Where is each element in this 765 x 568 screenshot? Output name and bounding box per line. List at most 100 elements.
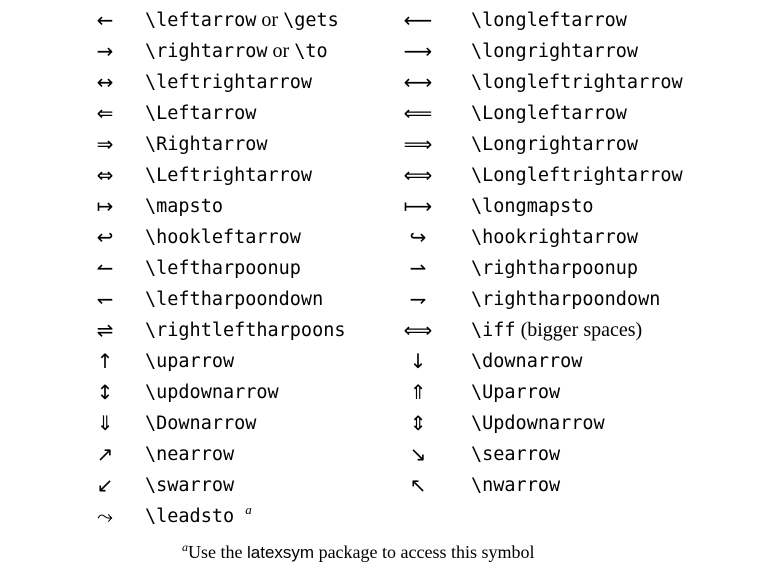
command-name: \mapsto [145,196,223,217]
command-name: \Longleftrightarrow [471,165,683,186]
footnote-text-before: Use the [188,542,247,562]
command-left: \hookleftarrow [145,222,301,253]
command-left: \uparrow [145,346,234,377]
command-right: \longrightarrow [471,36,638,67]
table-row: ⇒ \Rightarrow ⟹ \Longrightarrow [0,129,765,160]
arrow-symbol-left: ↙ [96,473,114,497]
table-row: ⇓ \Downarrow ⇕ \Updownarrow [0,408,765,439]
footnote-reference-mark: a [245,502,252,517]
command-name: \longrightarrow [471,41,639,62]
command-name: \swarrow [145,475,235,496]
command-right: \Longrightarrow [471,129,638,160]
arrow-symbol-left: ↽ [96,287,114,311]
command-left: \nearrow [145,439,234,470]
command-right: \rightharpoonup [471,253,638,284]
arrow-symbol-left: ⇐ [96,101,114,125]
table-row: ⇔\Leftrightarrow⟺\Longleftrightarrow [0,160,765,191]
command-alternative-name: \to [294,41,328,62]
command-right: \hookrightarrow [471,222,638,253]
arrow-symbol-left: ↑ [96,349,114,373]
arrow-symbol-left: ⤳ [97,504,113,528]
arrow-symbol-left: ↕ [96,380,114,404]
command-name: \Updownarrow [471,413,605,434]
command-name: \longmapsto [471,196,594,217]
command-name: \Uparrow [471,382,561,403]
command-right: \longmapsto [471,191,594,222]
arrow-symbol-left: ⇌ [96,318,114,342]
table-row: ↗ \nearrow ↘ \searrow [0,439,765,470]
command-left: \leftrightarrow [145,67,312,98]
arrow-symbol-left: ⇓ [96,411,114,435]
command-name: \updownarrow [145,382,279,403]
command-name: \iff [471,320,516,341]
command-note: (bigger spaces) [515,319,643,341]
command-right: \Uparrow [471,377,560,408]
arrow-symbol-right: ⟺ [403,318,433,342]
command-right: \Updownarrow [471,408,605,439]
arrow-symbol-right: ↘ [409,442,427,466]
arrow-symbol-left: → [96,39,114,63]
command-left: \leadsto a [145,501,252,532]
command-name: \longleftrightarrow [471,72,683,93]
command-name: \nearrow [145,444,235,465]
command-right: \iff (bigger spaces) [471,315,642,346]
table-row: ⇌\rightleftharpoons⟺\iff (bigger spaces) [0,315,765,346]
command-left: \Downarrow [145,408,256,439]
command-name: \searrow [471,444,561,465]
command-right: \nwarrow [471,470,560,501]
command-name: \leadsto [145,506,235,527]
command-name: \nwarrow [471,475,561,496]
command-left: \Rightarrow [145,129,268,160]
arrow-symbol-left: ↼ [96,256,114,280]
table-row: → \rightarrow or \to ⟶ \longrightarrow [0,36,765,67]
command-name: \uparrow [145,351,235,372]
command-name: \rightharpoonup [471,258,639,279]
command-name: \Longleftarrow [471,103,627,124]
arrow-symbol-left: ⇔ [96,163,114,187]
command-right: \Longleftarrow [471,98,627,129]
command-name: \longleftarrow [471,10,627,31]
command-left: \Leftrightarrow [145,160,312,191]
command-left: \rightarrow or \to [145,36,328,67]
command-name: \hookrightarrow [471,227,639,248]
command-left: \swarrow [145,470,234,501]
footnote-text-after: package to access this symbol [314,542,535,562]
arrow-symbol-left: ↩ [96,225,114,249]
arrow-symbol-table: ←\leftarrow or \gets⟵\longleftarrow→\rig… [0,5,765,532]
table-row: ↑\uparrow↓\downarrow [0,346,765,377]
table-row: ⤳ \leadsto a [0,501,765,532]
table-row: ↼ \leftharpoonup ⇀ \rightharpoonup [0,253,765,284]
command-left: \leftharpoonup [145,253,301,284]
arrow-symbol-right: ⇕ [409,411,427,435]
footnote-mark: a [182,540,188,554]
command-name: \Leftrightarrow [145,165,313,186]
command-name: \Downarrow [145,413,257,434]
footnote-package-name: latexsym [246,543,315,562]
arrow-symbol-right: ⇀ [409,256,427,280]
arrow-symbol-left: ← [96,8,114,32]
command-right: \longleftarrow [471,5,627,36]
table-row: ↩\hookleftarrow↪\hookrightarrow [0,222,765,253]
command-right: \Longleftrightarrow [471,160,683,191]
command-left: \leftarrow or \gets [145,5,339,36]
command-left: \mapsto [145,191,223,222]
arrow-symbol-right: ↖ [409,473,427,497]
command-alternative-conjunction: or [267,40,295,62]
command-name: \Leftarrow [145,103,257,124]
command-left: \updownarrow [145,377,279,408]
table-row: ←\leftarrow or \gets⟵\longleftarrow [0,5,765,36]
arrow-symbol-right: ⇁ [409,287,427,311]
command-name: \Rightarrow [145,134,268,155]
arrow-symbol-left: ↔ [96,70,114,94]
command-right: \searrow [471,439,560,470]
table-row: ↽\leftharpoondown⇁\rightharpoondown [0,284,765,315]
arrow-symbol-right: ⟸ [403,101,433,125]
command-right: \rightharpoondown [471,284,660,315]
arrow-symbol-left: ⇒ [96,132,114,156]
arrow-symbol-left: ↗ [96,442,114,466]
command-name: \rightharpoondown [471,289,661,310]
command-alternative-conjunction: or [256,9,284,31]
command-alternative-name: \gets [283,10,339,31]
arrow-symbol-right: ⟹ [403,132,433,156]
arrow-symbol-right: ⟶ [403,39,433,63]
